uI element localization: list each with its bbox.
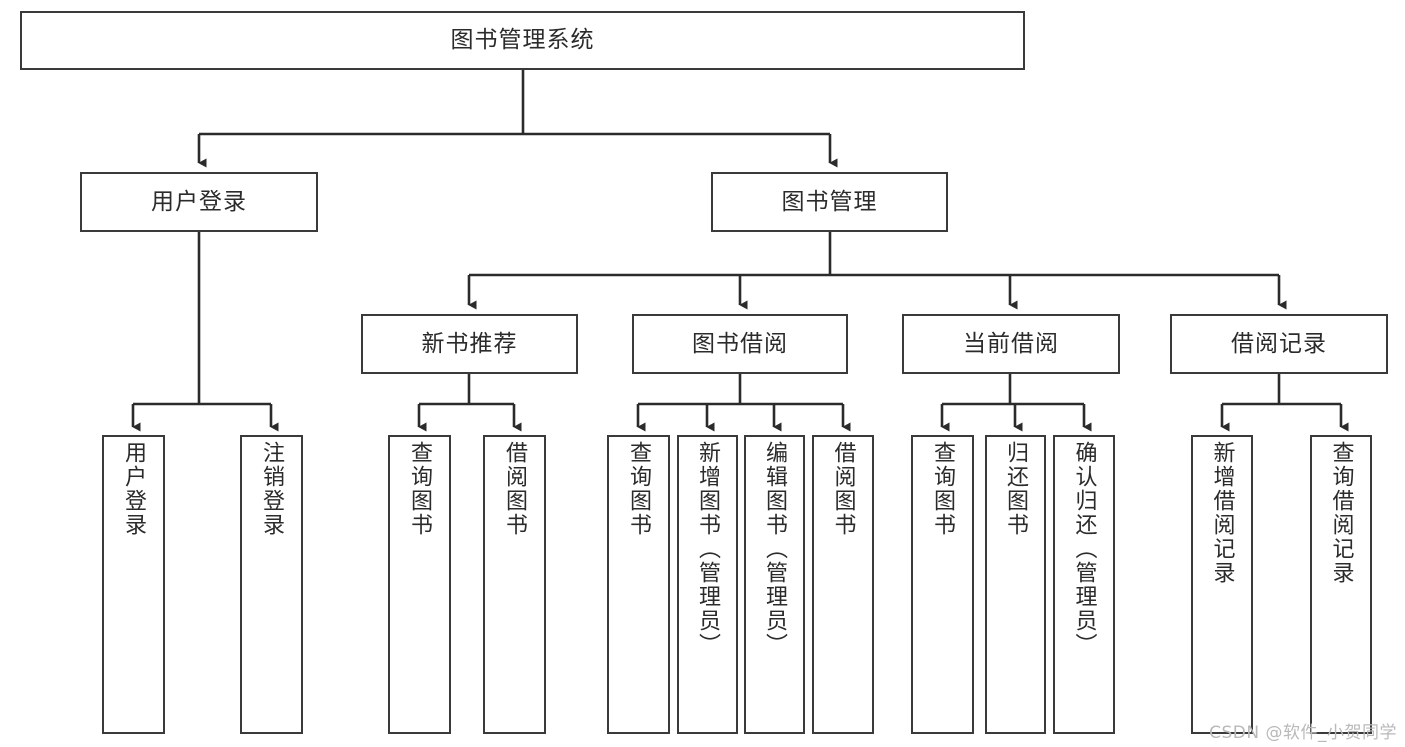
csdn-watermark: CSDN @软件_小贺同学 <box>1209 723 1397 743</box>
node-book-borrow-label: 图书借阅 <box>692 330 788 357</box>
node-leaf-query-book-cur[interactable]: 查询图书 <box>911 435 974 734</box>
node-book-admin[interactable]: 图书管理 <box>711 172 948 232</box>
node-leaf-return-book[interactable]: 归还图书 <box>985 435 1046 734</box>
node-leaf-borrow-book[interactable]: 借阅图书 <box>812 435 874 734</box>
node-leaf-add-record-label: 新增借阅记录 <box>1209 441 1235 585</box>
node-root-label: 图书管理系统 <box>450 27 595 54</box>
node-borrow-record[interactable]: 借阅记录 <box>1170 314 1388 374</box>
node-leaf-edit-book-label: 编辑图书（管理员） <box>762 441 788 657</box>
node-leaf-edit-book[interactable]: 编辑图书（管理员） <box>744 435 805 734</box>
node-leaf-user-logout-label: 注销登录 <box>259 441 285 537</box>
node-leaf-borrow-book-rec[interactable]: 借阅图书 <box>483 435 546 734</box>
node-leaf-add-book[interactable]: 新增图书（管理员） <box>677 435 738 734</box>
node-leaf-confirm-return[interactable]: 确认归还（管理员） <box>1053 435 1115 734</box>
node-leaf-query-book-borrow-label: 查询图书 <box>626 441 652 537</box>
node-leaf-user-logout[interactable]: 注销登录 <box>240 435 303 734</box>
node-book-admin-label: 图书管理 <box>781 188 878 215</box>
node-borrow-record-label: 借阅记录 <box>1231 330 1327 357</box>
node-leaf-user-login-label: 用户登录 <box>121 441 147 537</box>
node-leaf-return-book-label: 归还图书 <box>1003 441 1029 537</box>
node-user-login-label: 用户登录 <box>151 188 247 215</box>
node-leaf-query-book-cur-label: 查询图书 <box>930 441 956 537</box>
node-leaf-borrow-book-rec-label: 借阅图书 <box>502 441 528 537</box>
node-new-book-rec[interactable]: 新书推荐 <box>361 314 578 374</box>
node-leaf-add-record[interactable]: 新增借阅记录 <box>1191 435 1253 734</box>
node-new-book-rec-label: 新书推荐 <box>421 330 518 357</box>
node-leaf-query-book-rec[interactable]: 查询图书 <box>388 435 451 734</box>
node-leaf-query-book-borrow[interactable]: 查询图书 <box>607 435 670 734</box>
node-current-borrow[interactable]: 当前借阅 <box>902 314 1120 374</box>
node-leaf-add-book-label: 新增图书（管理员） <box>695 441 721 657</box>
node-leaf-borrow-book-label: 借阅图书 <box>830 441 856 537</box>
node-leaf-user-login[interactable]: 用户登录 <box>102 435 165 734</box>
node-book-borrow[interactable]: 图书借阅 <box>632 314 848 374</box>
node-leaf-query-book-rec-label: 查询图书 <box>407 441 433 537</box>
node-leaf-query-record-label: 查询借阅记录 <box>1328 441 1354 585</box>
node-leaf-query-record[interactable]: 查询借阅记录 <box>1310 435 1372 734</box>
node-user-login[interactable]: 用户登录 <box>80 172 318 232</box>
node-current-borrow-label: 当前借阅 <box>963 330 1059 357</box>
node-leaf-confirm-return-label: 确认归还（管理员） <box>1071 441 1097 657</box>
node-root[interactable]: 图书管理系统 <box>20 11 1025 70</box>
